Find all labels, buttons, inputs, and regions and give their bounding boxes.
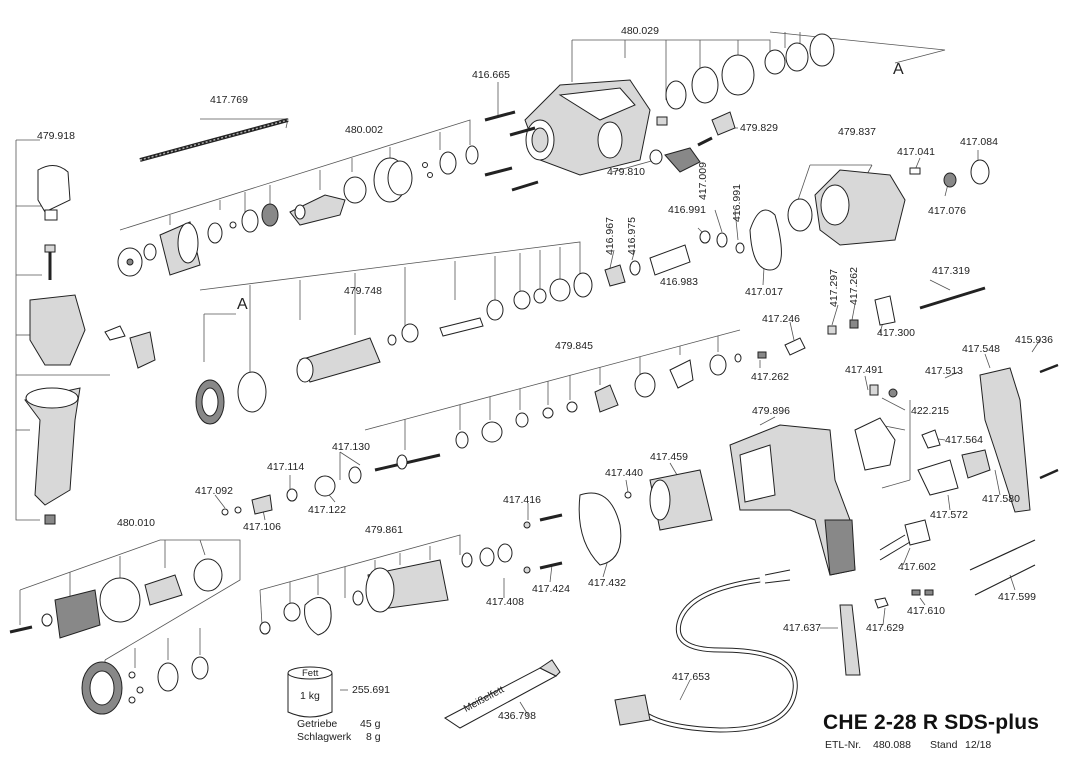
part-label: 417.564 <box>945 434 983 446</box>
part-label: 417.637 <box>783 622 821 634</box>
part-label: 422.215 <box>911 405 949 417</box>
part-label: 415.936 <box>1015 334 1053 346</box>
part-label: 417.300 <box>877 327 915 339</box>
gear-parts <box>221 353 742 516</box>
part-label: 417.041 <box>897 146 935 158</box>
part-label: 417.769 <box>210 94 248 106</box>
part-label: 417.114 <box>267 461 305 473</box>
part-label: 417.599 <box>998 591 1036 603</box>
part-label: 436.798 <box>498 710 536 722</box>
model-title: CHE 2-28 R SDS-plus <box>823 711 1040 734</box>
side-handle-parts <box>24 165 156 525</box>
part-label: 417.629 <box>866 622 904 634</box>
part-label: 417.106 <box>243 521 281 533</box>
getriebe-value: 45 g <box>360 718 381 730</box>
part-label: 479.837 <box>838 126 876 138</box>
leader-lines <box>15 31 1041 716</box>
part-label: 479.918 <box>37 130 75 142</box>
motor-housing <box>729 367 1031 576</box>
part-label: 417.297 <box>828 269 840 307</box>
part-label: 417.440 <box>605 467 643 479</box>
grease-can-label: Fett <box>302 668 319 679</box>
part-label: 479.896 <box>752 405 790 417</box>
part-label: 416.975 <box>626 217 638 255</box>
small-parts <box>839 363 1059 676</box>
armature-parts <box>259 469 713 636</box>
schlagwerk-label: Schlagwerk <box>297 731 352 743</box>
section-marker: A <box>237 296 248 313</box>
part-label: 480.010 <box>117 517 155 529</box>
part-label: 417.424 <box>532 583 570 595</box>
part-label: 416.991 <box>668 204 706 216</box>
part-label: 417.084 <box>960 136 998 148</box>
switch-housing <box>749 159 990 271</box>
part-label: 479.861 <box>365 524 403 536</box>
part-label: 417.459 <box>650 451 688 463</box>
part-label: 417.092 <box>195 485 233 497</box>
section-marker: A <box>893 61 904 78</box>
part-label: 417.246 <box>762 313 800 325</box>
part-label: 417.513 <box>925 365 963 377</box>
part-label: 417.572 <box>930 509 968 521</box>
part-label: 417.610 <box>907 605 945 617</box>
part-label: 417.653 <box>672 671 710 683</box>
stand-value: 12/18 <box>965 739 992 751</box>
part-label: 416.983 <box>660 276 698 288</box>
part-label: 479.748 <box>344 285 382 297</box>
schlagwerk-value: 8 g <box>366 731 381 743</box>
getriebe-label: Getriebe <box>297 718 338 730</box>
part-label: 416.967 <box>604 217 616 255</box>
part-label: 480.029 <box>621 25 659 37</box>
stand-label: Stand <box>930 739 958 751</box>
part-label: 417.122 <box>308 504 346 516</box>
part-label: 417.262 <box>848 267 860 305</box>
part-label: 417.548 <box>962 343 1000 355</box>
part-label: 417.580 <box>982 493 1020 505</box>
part-label: 417.262 <box>751 371 789 383</box>
part-label: 417.130 <box>332 441 370 453</box>
gear-housing <box>484 33 835 192</box>
chuck-assembly <box>9 558 223 715</box>
part-label: 417.009 <box>697 162 709 200</box>
grease-tube <box>444 659 561 729</box>
part-label: 417.432 <box>588 577 626 589</box>
part-label: 416.991 <box>731 184 743 222</box>
power-cord <box>614 569 798 733</box>
grease-can <box>287 666 333 718</box>
part-label: 480.002 <box>345 124 383 136</box>
part-label: 479.829 <box>740 122 778 134</box>
part-label: 255.691 <box>352 684 390 696</box>
part-label: 479.810 <box>607 166 645 178</box>
part-label: 417.076 <box>928 205 966 217</box>
etl-number: 480.088 <box>873 739 911 751</box>
part-label: 417.602 <box>898 561 936 573</box>
part-label: 417.017 <box>745 286 783 298</box>
part-label: 417.416 <box>503 494 541 506</box>
etl-label: ETL-Nr. <box>825 739 862 751</box>
part-label: 417.491 <box>845 364 883 376</box>
part-label: 479.845 <box>555 340 593 352</box>
drive-rod <box>139 118 289 162</box>
part-label: 417.319 <box>932 265 970 277</box>
part-label: 416.665 <box>472 69 510 81</box>
front-assembly-parts <box>117 145 479 277</box>
spindle-parts <box>195 230 986 425</box>
part-label: 417.408 <box>486 596 524 608</box>
grease-can-amount: 1 kg <box>300 690 320 702</box>
